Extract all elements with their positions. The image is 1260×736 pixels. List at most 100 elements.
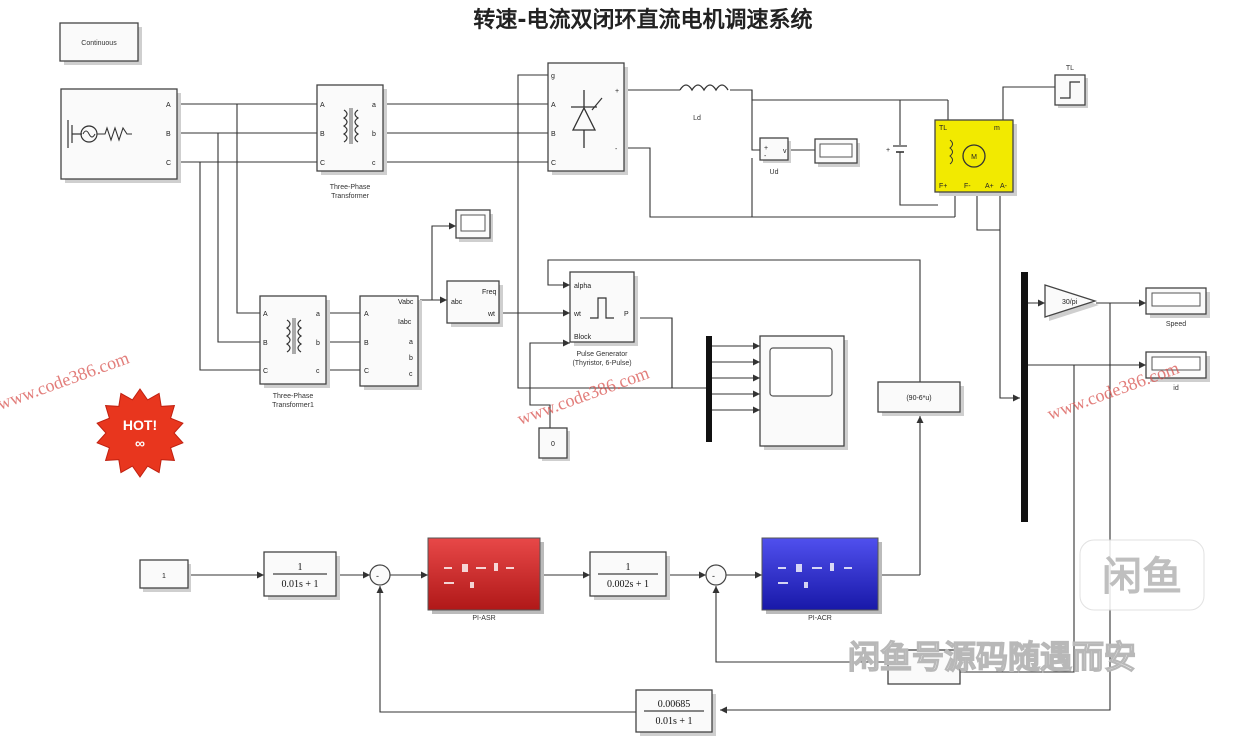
speed-display-label: Speed: [1166, 321, 1186, 328]
svg-text:c: c: [316, 368, 320, 375]
ud-display[interactable]: [814, 138, 860, 167]
svg-text:-: -: [764, 153, 767, 160]
hot-badge: HOT! ∞: [96, 388, 184, 478]
transfer-function-2[interactable]: 1 0.002s + 1: [589, 551, 670, 600]
svg-text:Freq: Freq: [482, 289, 497, 296]
gain-block[interactable]: 30/pi: [1044, 284, 1099, 321]
reference-constant[interactable]: 1: [139, 559, 191, 592]
svg-text:F-: F-: [964, 183, 971, 190]
vabc-measurement-block[interactable]: ABC Vabc Iabc a b c: [359, 295, 422, 390]
step-icon: [1060, 81, 1080, 99]
pulse-generator-block[interactable]: alpha wt Block P Pulse Generator(Thyrist…: [569, 271, 638, 367]
block-constant-zero[interactable]: 0: [538, 427, 570, 461]
svg-text:C: C: [551, 160, 556, 167]
powergui-block[interactable]: Continuous: [59, 22, 142, 65]
id-display-label: id: [1173, 385, 1179, 392]
transformer-coil-icon: [285, 319, 291, 353]
svg-text:Block: Block: [574, 334, 592, 341]
voltmeter-label: Ud: [770, 169, 779, 176]
diagram-title: 转速-电流双闭环直流电机调速系统: [473, 7, 812, 33]
svg-text:+: +: [886, 147, 890, 154]
const-zero-value: 0: [551, 441, 555, 448]
gain-value: 30/pi: [1062, 299, 1078, 306]
svg-text:g: g: [551, 73, 555, 80]
inductor-ld[interactable]: Ld: [679, 84, 729, 122]
transfer-function-1[interactable]: 1 0.01s + 1: [263, 551, 340, 600]
three-phase-source-block[interactable]: A B C: [60, 88, 181, 183]
svg-text:C: C: [166, 160, 171, 167]
svg-text:∞: ∞: [135, 435, 145, 451]
transfer-function-3[interactable]: 0.00685 0.01s + 1: [635, 689, 716, 736]
resistor-icon: [97, 126, 132, 142]
svg-text:A: A: [364, 311, 369, 318]
svg-text:TL: TL: [939, 125, 947, 132]
demux-bar[interactable]: [1021, 272, 1028, 522]
alpha-function-block[interactable]: (90-6*u): [877, 381, 964, 416]
svg-text:0.002s + 1: 0.002s + 1: [607, 579, 649, 590]
step-tl-block[interactable]: TL: [1054, 65, 1088, 108]
scope-screen-icon: [769, 347, 833, 397]
motor-icon: [962, 144, 986, 168]
svg-text:+: +: [764, 145, 768, 152]
voltage-scope[interactable]: [455, 209, 493, 242]
sum-block-1[interactable]: -: [369, 564, 391, 586]
svg-text:b: b: [316, 340, 320, 347]
svg-text:-: -: [712, 571, 715, 581]
svg-text:m: m: [994, 125, 1000, 132]
svg-text:M: M: [971, 154, 977, 161]
watermark-center: www.code386.com: [515, 362, 652, 428]
svg-text:B: B: [263, 340, 268, 347]
reference-value: 1: [162, 573, 166, 580]
svg-text:a: a: [409, 339, 413, 346]
svg-text:a: a: [372, 102, 376, 109]
svg-text:B: B: [166, 131, 171, 138]
pi-asr-block[interactable]: PI-ASR: [427, 537, 544, 622]
pll-block[interactable]: abc Freq wt: [446, 280, 503, 327]
svg-text:+: +: [615, 88, 619, 95]
svg-text:A: A: [551, 102, 556, 109]
svg-text:B: B: [551, 131, 556, 138]
svg-text:F+: F+: [939, 183, 947, 190]
svg-text:b: b: [409, 355, 413, 362]
sum-block-2[interactable]: -: [705, 564, 727, 586]
svg-text:A: A: [320, 102, 325, 109]
id-display[interactable]: id: [1145, 351, 1210, 392]
svg-text:A: A: [166, 102, 171, 109]
mux-bar[interactable]: [706, 336, 712, 442]
svg-text:-: -: [615, 146, 618, 153]
watermark-right: www.code386.com: [1045, 357, 1182, 423]
main-scope[interactable]: [759, 335, 848, 450]
svg-text:abc: abc: [451, 299, 463, 306]
svg-text:B: B: [364, 340, 369, 347]
video-caption: 闲鱼号源码随遇而安: [848, 639, 1136, 675]
current-feedback-gain[interactable]: [887, 649, 961, 685]
wires: [178, 74, 1146, 714]
svg-text:v: v: [783, 148, 787, 155]
svg-text:Iabc: Iabc: [398, 319, 412, 326]
svg-text:C: C: [320, 160, 325, 167]
svg-text:0.01s + 1: 0.01s + 1: [655, 716, 692, 727]
svg-text:1: 1: [626, 562, 631, 573]
svg-text:Vabc: Vabc: [398, 299, 414, 306]
pi-acr-block[interactable]: PI-ACR: [761, 537, 882, 622]
speed-display[interactable]: Speed: [1145, 287, 1210, 328]
svg-text:A: A: [263, 311, 268, 318]
thyristor-bridge-block[interactable]: g A B C + -: [547, 62, 628, 175]
powergui-label: Continuous: [81, 40, 117, 47]
voltage-measurement-block[interactable]: +- v Ud: [759, 137, 791, 176]
step-label: TL: [1066, 65, 1074, 72]
svg-text:a: a: [316, 311, 320, 318]
svg-text:wt: wt: [573, 311, 581, 318]
svg-text:-: -: [376, 571, 379, 581]
field-dc-source[interactable]: +: [886, 145, 907, 170]
xianyu-logo: 闲鱼: [1079, 539, 1205, 611]
pulse-generator-label: Pulse Generator(Thyristor, 6-Pulse): [572, 351, 631, 367]
svg-text:C: C: [263, 368, 268, 375]
transformer-coil-icon: [342, 109, 348, 143]
